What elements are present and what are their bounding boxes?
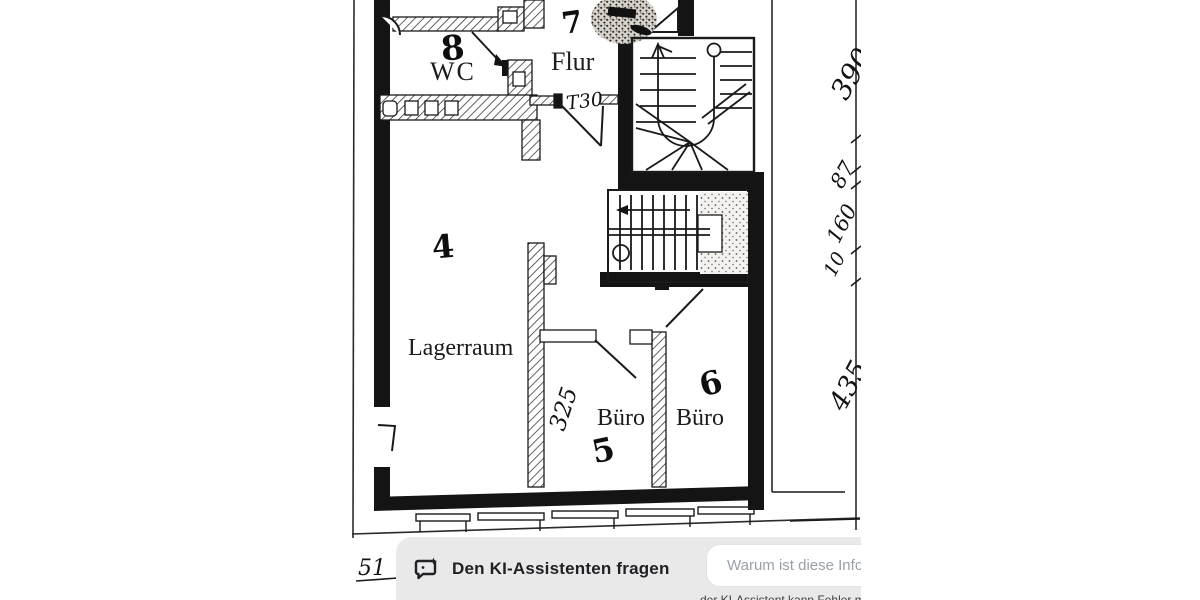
- ai-question-input[interactable]: [706, 544, 861, 587]
- sheet-border-lines: [351, 0, 861, 539]
- winder-staircase: [630, 36, 756, 174]
- dimension-87: 87: [826, 157, 860, 193]
- exterior-walls: [374, 0, 764, 511]
- switchback-staircase: [607, 189, 749, 283]
- room-label-buero-6: Büro: [676, 405, 724, 431]
- dimension-10: 10: [820, 249, 851, 281]
- room-number-8: 8: [439, 28, 466, 70]
- room-label-flur: Flur: [551, 47, 595, 76]
- room-label-buero-5: Büro: [597, 405, 645, 431]
- room-label-lagerraum: Lagerraum: [408, 335, 514, 361]
- interior-walls-hatched: [379, 0, 667, 488]
- margin-note-underline: [355, 577, 399, 582]
- ai-assistant-bar: Den KI-Assistenten fragen der KI-Assiste…: [396, 537, 861, 600]
- door-swings: [377, 5, 704, 452]
- floorplan-sheet: 8 WC 7 Flur T30 4 Lagerraum 325 5 Büro 6…: [351, 0, 861, 582]
- ask-ai-label: Den KI-Assistenten fragen: [452, 559, 670, 578]
- document-viewport: 8 WC 7 Flur T30 4 Lagerraum 325 5 Büro 6…: [351, 0, 861, 600]
- margin-note-51: 51: [358, 556, 386, 581]
- exterior-sill-marks: [415, 506, 755, 532]
- room-number-6: 6: [695, 362, 726, 404]
- room-number-7: 7: [559, 4, 585, 42]
- room-number-4: 4: [430, 227, 455, 267]
- dimension-lines: [771, 0, 861, 530]
- chat-sparkle-icon: [414, 557, 438, 580]
- dimension-325: 325: [545, 384, 583, 434]
- room-label-wc: WC: [430, 57, 476, 86]
- dimension-390: 390: [824, 42, 861, 105]
- scan-smudge-blob: [591, 0, 657, 44]
- ai-disclaimer-clipped-text: der KI-Assistent kann Fehler machen: [700, 593, 861, 600]
- door-label-t30: T30: [565, 88, 604, 114]
- room-number-5: 5: [588, 429, 618, 471]
- dimension-160: 160: [822, 200, 861, 247]
